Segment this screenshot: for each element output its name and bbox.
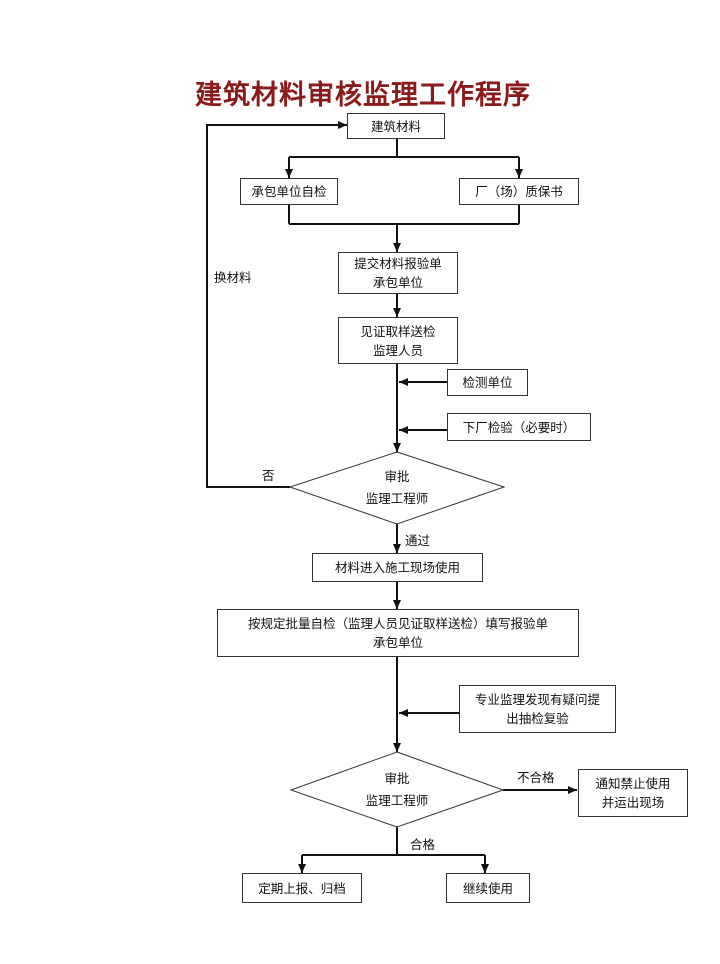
decision-approve1-line1: 审批 xyxy=(384,469,410,484)
box-material: 建筑材料 xyxy=(347,113,445,139)
box-doubt-line1: 专业监理发现有疑问提 xyxy=(474,692,600,707)
box-batch-line1: 按规定批量自检（监理人员见证取样送检）填写报验单 xyxy=(247,616,548,631)
label-pass: 通过 xyxy=(405,533,431,548)
box-contractor-check-label: 承包单位自检 xyxy=(251,184,327,199)
arrow-replace-loop xyxy=(206,121,347,488)
box-enter-site: 材料进入施工现场使用 xyxy=(312,553,483,582)
box-factory-cert: 厂（场）质保书 xyxy=(459,178,579,205)
box-notify-ban: 通知禁止使用 并运出现场 xyxy=(578,769,688,817)
box-report-archive: 定期上报、归档 xyxy=(242,873,362,903)
box-notify-line1: 通知禁止使用 xyxy=(595,776,671,791)
decision-approve1-line2: 监理工程师 xyxy=(365,491,429,506)
decision-approve2-text: 审批 监理工程师 xyxy=(337,768,457,812)
box-contractor-check: 承包单位自检 xyxy=(240,178,338,205)
box-enter-site-label: 材料进入施工现场使用 xyxy=(334,560,460,575)
label-no: 否 xyxy=(262,468,275,483)
box-submit-line2: 承包单位 xyxy=(372,275,423,290)
label-replace-material: 换材料 xyxy=(214,270,252,285)
box-testing-unit: 检测单位 xyxy=(447,369,528,396)
decision-approve2-line2: 监理工程师 xyxy=(365,793,429,808)
box-continue-label: 继续使用 xyxy=(462,880,513,896)
box-witness-line1: 见证取样送检 xyxy=(360,323,436,339)
box-factory-inspect: 下厂检验（必要时） xyxy=(447,413,591,441)
decision-approve1 xyxy=(288,451,506,525)
box-notify-line2: 并运出现场 xyxy=(601,795,665,810)
box-factory-inspect-label: 下厂检验（必要时） xyxy=(462,419,576,435)
box-testing-unit-label: 检测单位 xyxy=(462,375,513,390)
box-material-label: 建筑材料 xyxy=(370,118,421,134)
box-submit-line1: 提交材料报验单 xyxy=(354,256,442,271)
label-qualified: 合格 xyxy=(410,837,436,852)
decision-approve2 xyxy=(289,751,505,828)
box-batch-self-check: 按规定批量自检（监理人员见证取样送检）填写报验单 承包单位 xyxy=(217,609,579,657)
box-doubt-line2: 出抽检复验 xyxy=(506,711,569,726)
label-fail: 不合格 xyxy=(517,770,555,785)
box-continue-use: 继续使用 xyxy=(446,873,530,903)
box-batch-line2: 承包单位 xyxy=(372,635,423,650)
box-witness-line2: 监理人员 xyxy=(372,342,423,358)
box-submit-inspection: 提交材料报验单 承包单位 xyxy=(338,252,458,294)
box-doubt-recheck: 专业监理发现有疑问提 出抽检复验 xyxy=(459,685,616,733)
decision-approve2-line1: 审批 xyxy=(384,771,410,786)
page-title: 建筑材料审核监理工作程序 xyxy=(195,80,531,111)
box-factory-cert-label: 厂（场）质保书 xyxy=(475,184,563,199)
decision-approve1-text: 审批 监理工程师 xyxy=(337,466,457,510)
box-report-label: 定期上报、归档 xyxy=(258,880,346,896)
box-witness-sampling: 见证取样送检 监理人员 xyxy=(338,317,458,364)
